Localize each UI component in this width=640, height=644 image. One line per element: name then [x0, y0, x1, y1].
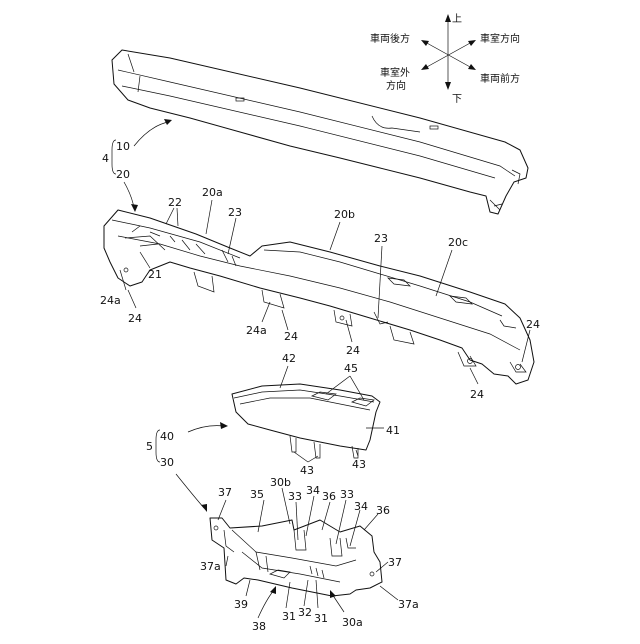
label-20a: 20a: [202, 186, 223, 199]
label-24-center: 24: [346, 344, 360, 357]
compass-down-label: 下: [452, 94, 462, 105]
compass-cabin-inward-label: 車室方向: [480, 32, 520, 45]
label-24-middle: 24: [284, 330, 298, 343]
compass-cabin-outward-label: 車室外: [380, 66, 410, 79]
lower-bracket-part-30: [210, 518, 382, 596]
label-37a-right: 37a: [398, 598, 419, 611]
label-21: 21: [148, 268, 162, 281]
label-43-left: 43: [300, 464, 314, 477]
label-30a: 30a: [342, 616, 363, 629]
label-30: 30: [160, 456, 174, 469]
label-34-right: 34: [354, 500, 368, 513]
label-39: 39: [234, 598, 248, 611]
label-31-right: 31: [314, 612, 328, 625]
label-4: 4: [102, 152, 109, 165]
label-5: 5: [146, 440, 153, 453]
label-41: 41: [386, 424, 400, 437]
label-35: 35: [250, 488, 264, 501]
label-43-right: 43: [352, 458, 366, 471]
label-37a-left: 37a: [200, 560, 221, 573]
upper-cover-part-10: [112, 50, 528, 214]
label-36-left: 36: [322, 490, 336, 503]
direction-compass: 上 下 車両後方 車室方向 車室外 方向 車両前方: [370, 13, 520, 105]
label-45: 45: [344, 362, 358, 375]
label-24a-middle: 24a: [246, 324, 267, 337]
label-31-left: 31: [282, 610, 296, 623]
label-38: 38: [252, 620, 266, 633]
compass-vehicle-front-label: 車両前方: [480, 72, 520, 85]
label-23-left: 23: [228, 206, 242, 219]
label-36-right: 36: [376, 504, 390, 517]
label-37-right: 37: [388, 556, 402, 569]
cover-part-40: [232, 384, 380, 458]
label-10: 10: [116, 140, 130, 153]
label-20: 20: [116, 168, 130, 181]
compass-vehicle-rear-label: 車両後方: [370, 32, 410, 45]
label-24-left: 24: [128, 312, 142, 325]
label-24-bottom-right: 24: [470, 388, 484, 401]
label-40: 40: [160, 430, 174, 443]
label-22: 22: [168, 196, 182, 209]
label-20c: 20c: [448, 236, 468, 249]
label-33-left: 33: [288, 490, 302, 503]
compass-up-label: 上: [452, 13, 462, 25]
label-34-left: 34: [306, 484, 320, 497]
label-32: 32: [298, 606, 312, 619]
label-33-right: 33: [340, 488, 354, 501]
compass-cabin-outward-label-line2: 方向: [386, 79, 406, 92]
label-42: 42: [282, 352, 296, 365]
label-24-right: 24: [526, 318, 540, 331]
label-24a-left: 24a: [100, 294, 121, 307]
label-37-left: 37: [218, 486, 232, 499]
label-23-right: 23: [374, 232, 388, 245]
label-30b: 30b: [270, 476, 291, 489]
label-20b: 20b: [334, 208, 355, 221]
frame-part-20: [104, 210, 534, 384]
